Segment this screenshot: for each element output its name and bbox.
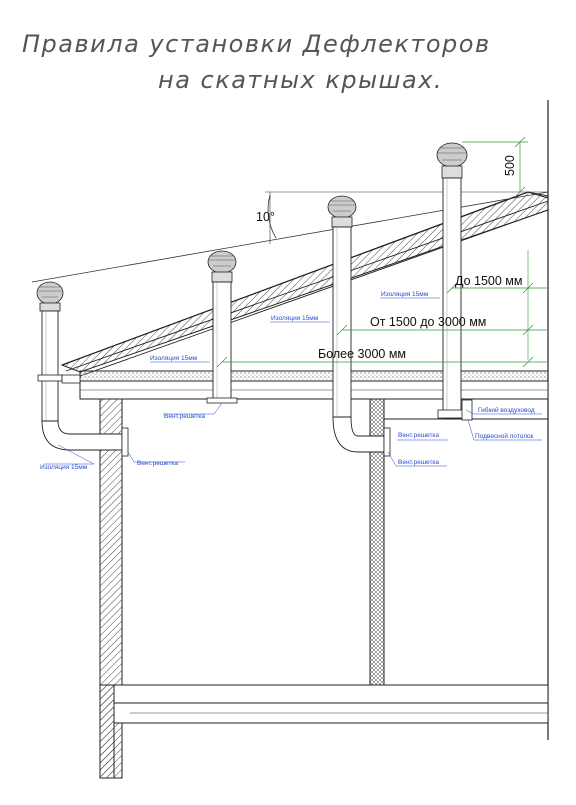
- angle-reference-line: [31, 191, 549, 283]
- height-500-label: 500: [503, 155, 517, 176]
- vent-grille-label-2: Вент.решетка: [164, 413, 205, 420]
- callout-insulation-3: Изоляция 15мм: [270, 315, 330, 323]
- callout-vent-grille-2: Вент.решетка: [163, 402, 223, 420]
- ceiling-slab: [79, 370, 549, 400]
- deflector-1500-3000: [327, 195, 391, 457]
- vent-grille-label-1: Вент.решетка: [137, 460, 178, 467]
- angle-label: 10°: [256, 210, 275, 224]
- floor-slab: [99, 684, 549, 779]
- vent-grille-label-3: Вент.решетка: [398, 432, 439, 439]
- dimension-over-3000: Более 3000 мм: [216, 347, 548, 368]
- dimension-height-500: 500: [462, 136, 528, 198]
- dimension-1500-to-3000: От 1500 до 3000 мм: [336, 300, 548, 360]
- callout-vent-grille-3: Вент.решетка: [397, 432, 448, 441]
- callout-insulation-2: Изоляция 15мм: [150, 355, 210, 363]
- vent-grille-label-4: Вент.решетка: [398, 459, 439, 466]
- up-to-1500-label: До 1500 мм: [455, 274, 523, 288]
- page-subtitle: на скатных крышах.: [158, 66, 444, 94]
- dimension-up-to-1500: До 1500 мм: [446, 250, 548, 300]
- callout-vent-grille-1: Вент.решетка: [127, 451, 185, 467]
- insulation-label-1: Изоляция 15мм: [40, 464, 88, 471]
- from-1500-to-3000-label: От 1500 до 3000 мм: [370, 315, 486, 329]
- page-title: Правила установки Дефлекторов: [22, 30, 491, 58]
- callout-insulation-4: Изоляция 15мм: [380, 291, 440, 299]
- callout-suspended-ceiling: Подвесной потолок: [467, 419, 542, 441]
- insulation-label-2: Изоляция 15мм: [150, 355, 198, 362]
- callout-insulation-1: Изоляция 15мм: [40, 444, 95, 471]
- insulation-label-3: Изоляция 15мм: [271, 315, 319, 322]
- suspended-ceiling-label: Подвесной потолок: [475, 432, 534, 440]
- deflector-over-3000: [206, 250, 238, 404]
- over-3000-label: Более 3000 мм: [318, 347, 406, 361]
- callout-flex-duct: Гибкий воздуховод: [465, 406, 542, 415]
- deflector-up-to-1500: [436, 142, 473, 421]
- deflector-eaves: [36, 281, 129, 457]
- flex-duct-label: Гибкий воздуховод: [478, 406, 535, 414]
- angle-arc: [267, 194, 277, 239]
- insulation-label-4: Изоляция 15мм: [381, 291, 429, 298]
- callout-vent-grille-4: Вент.решетка: [387, 451, 447, 467]
